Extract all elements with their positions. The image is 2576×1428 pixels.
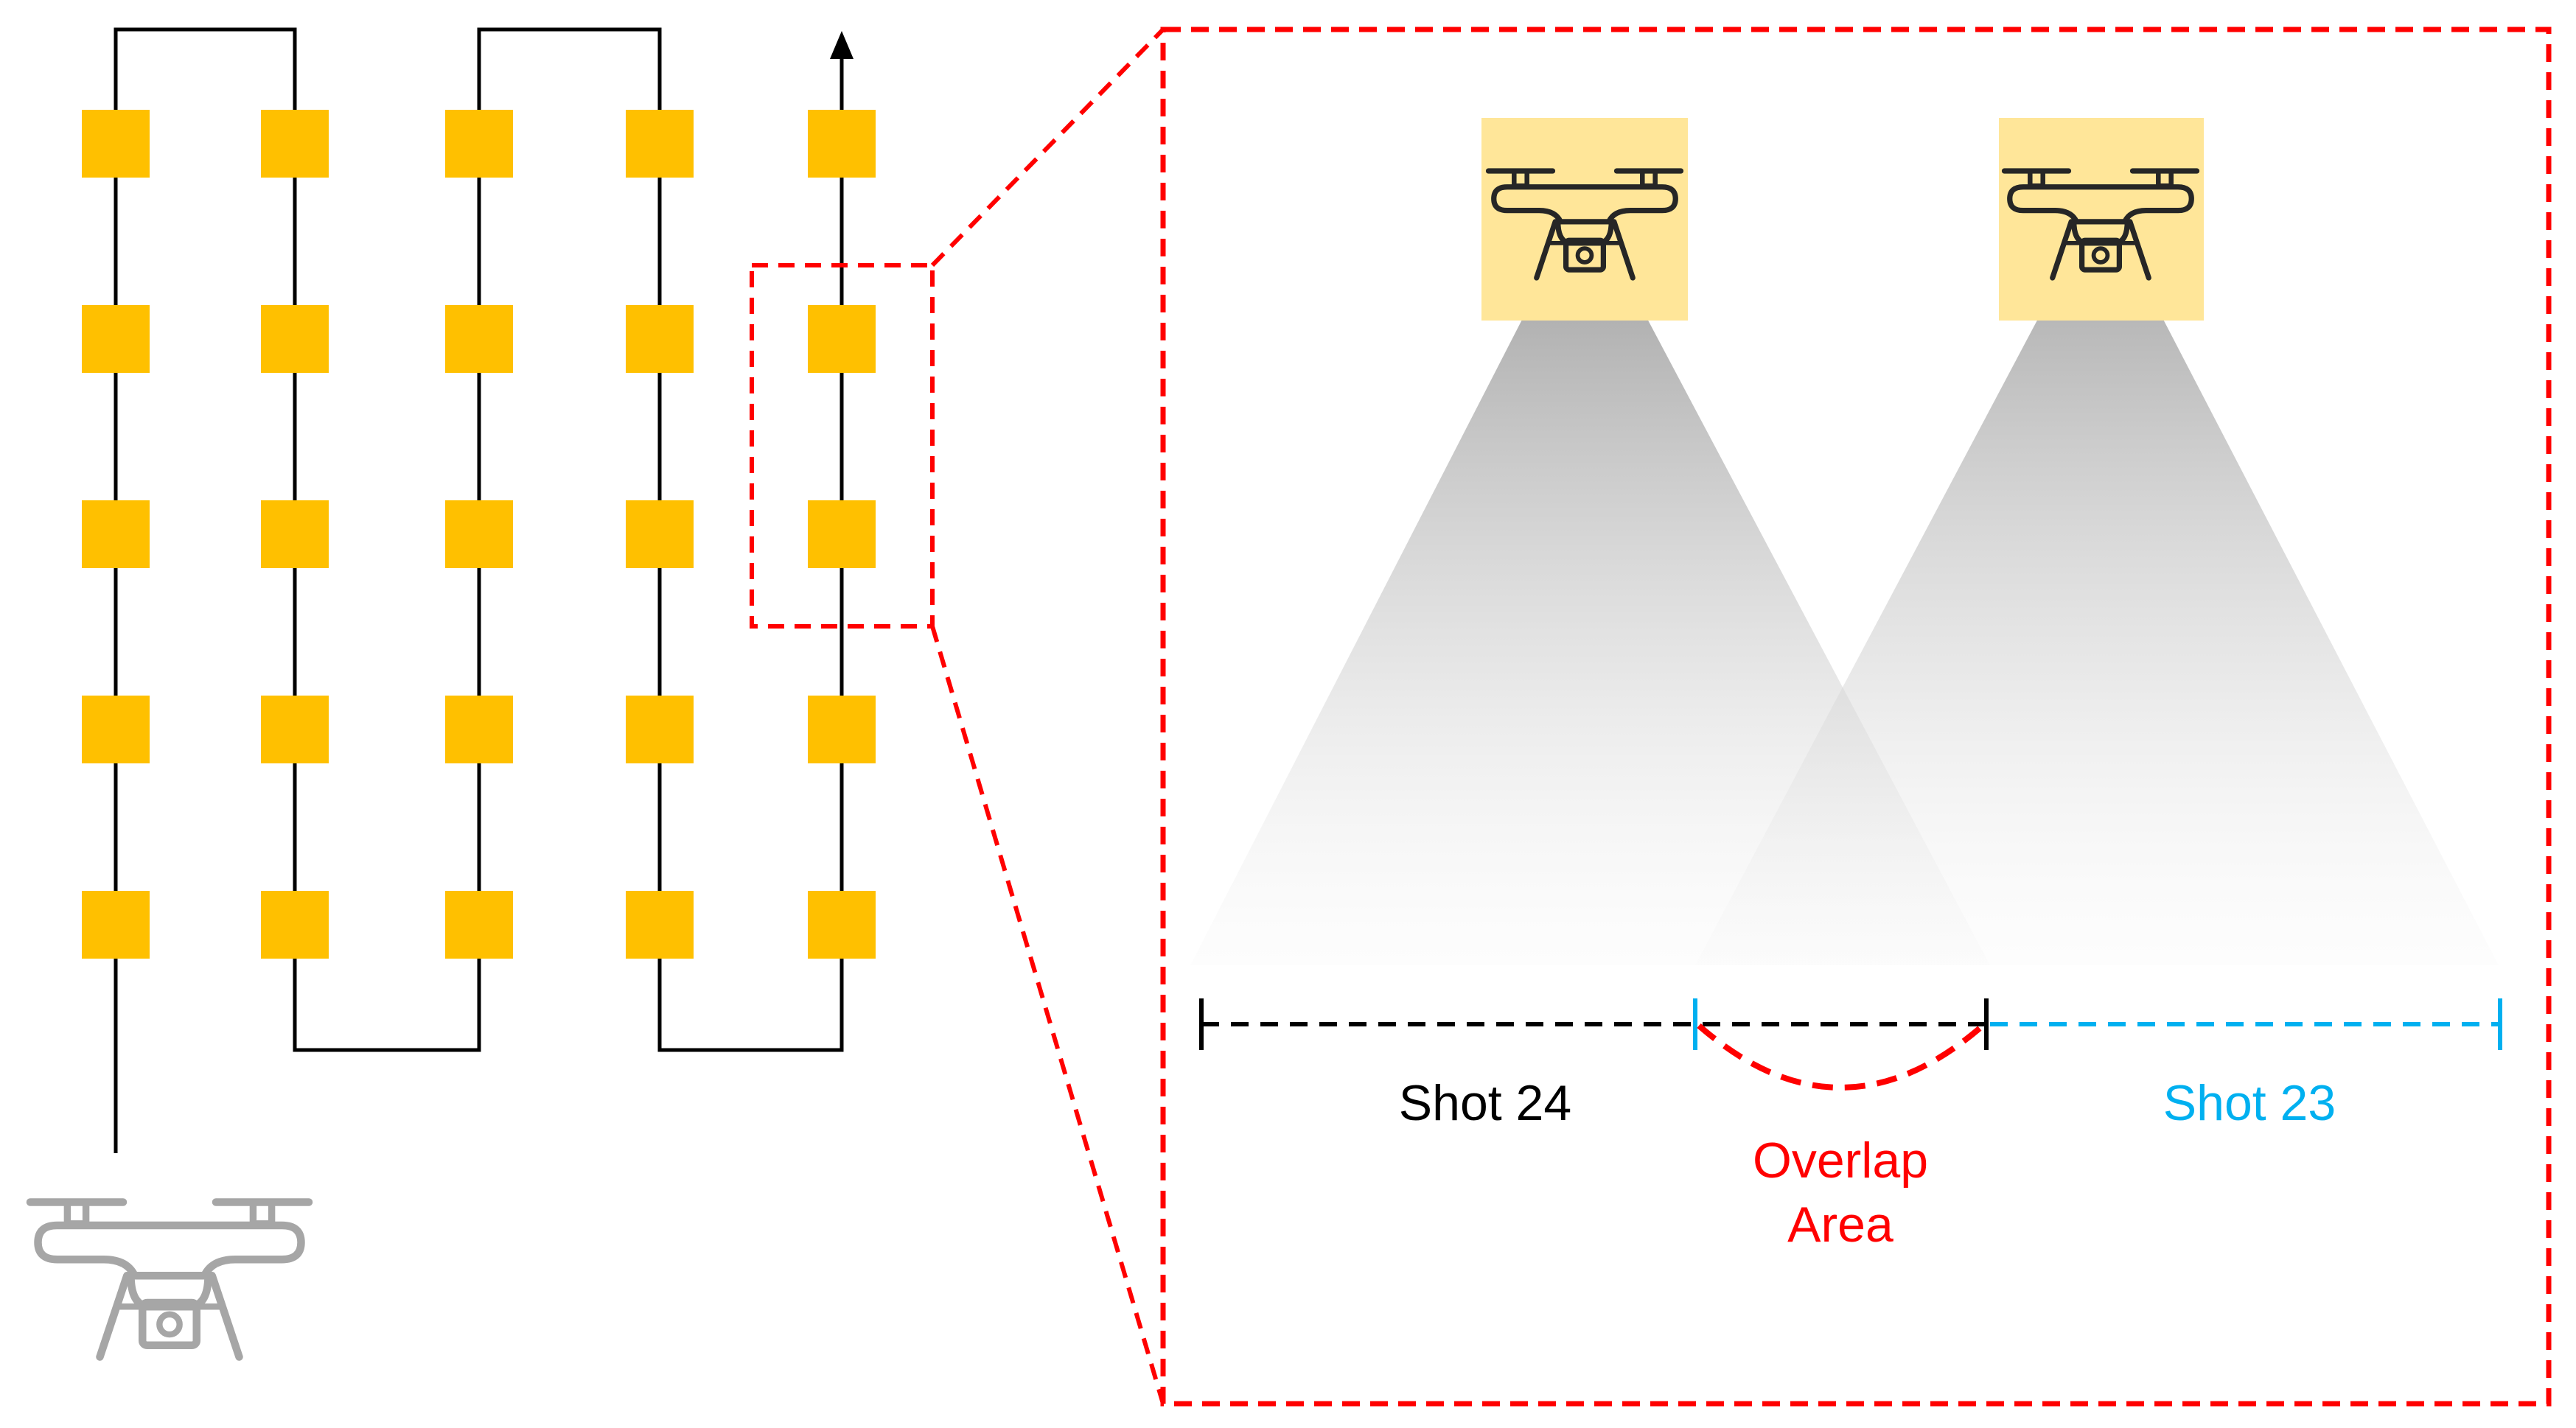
waypoint-square-icon: [82, 305, 150, 373]
waypoint-square-icon: [808, 696, 876, 763]
waypoint-square-icon: [626, 891, 694, 959]
waypoint-square-icon: [445, 305, 513, 373]
direction-arrow-icon: [830, 31, 854, 59]
waypoint-square-icon: [626, 696, 694, 763]
waypoint-square-icon: [261, 305, 329, 373]
waypoint-square-icon: [445, 110, 513, 178]
waypoint-square-icon: [445, 891, 513, 959]
waypoint-square-icon: [808, 110, 876, 178]
zoom-connector-bottom: [930, 626, 1165, 1404]
zoom-connector-top: [930, 27, 1165, 267]
overlap-area-label-line2: Area: [1787, 1197, 1893, 1253]
waypoint-square-icon: [82, 500, 150, 568]
shot-24-extent: [1199, 998, 1989, 1050]
waypoint-square-icon: [261, 500, 329, 568]
waypoint-square-icon: [82, 696, 150, 763]
waypoint-square-icon: [626, 110, 694, 178]
shot-23-label: Shot 23: [2163, 1075, 2336, 1131]
flight-path-line: [114, 27, 844, 1153]
waypoint-square-icon: [445, 696, 513, 763]
waypoint-square-icon: [82, 891, 150, 959]
drone-icon: [30, 1203, 309, 1357]
waypoint-square-icon: [808, 500, 876, 568]
waypoint-square-icon: [261, 696, 329, 763]
waypoint-square-icon: [808, 305, 876, 373]
zoom-panel: [1160, 27, 2552, 1407]
shot-23-extent: [1693, 998, 2502, 1050]
shot-24-label: Shot 24: [1399, 1075, 1571, 1131]
waypoint-square-icon: [261, 110, 329, 178]
waypoint-square-icon: [808, 891, 876, 959]
overlap-arc: [1697, 1023, 1985, 1091]
waypoint-square-icon: [626, 305, 694, 373]
waypoint-square-icon: [82, 110, 150, 178]
flight-path: [114, 27, 844, 1153]
waypoint-square-icon: [626, 500, 694, 568]
callout-highlight-box: [750, 263, 935, 629]
waypoint-grid: [82, 110, 876, 959]
camera-footprint-right: [1695, 291, 2499, 965]
waypoint-square-icon: [445, 500, 513, 568]
overlap-area-label-line1: Overlap: [1753, 1133, 1928, 1189]
waypoint-square-icon: [261, 891, 329, 959]
